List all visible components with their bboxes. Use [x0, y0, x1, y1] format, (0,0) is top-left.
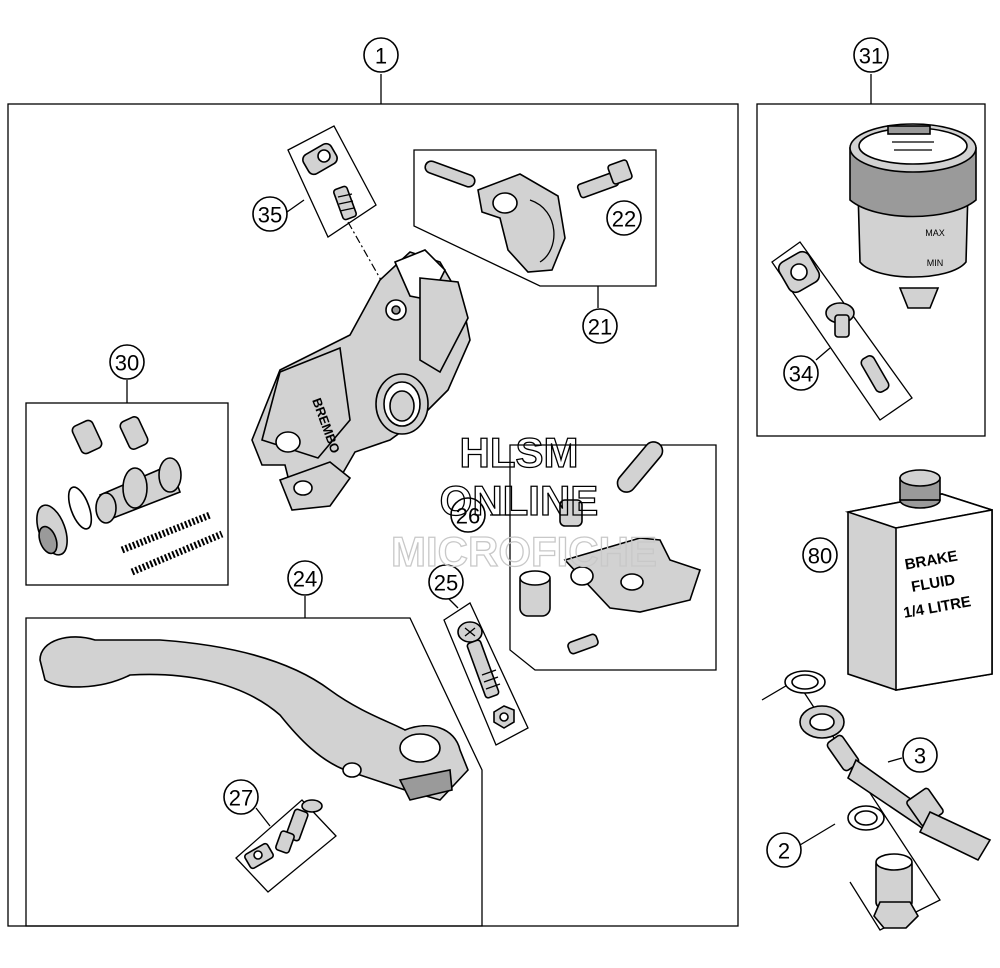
subframe-35	[287, 125, 377, 238]
callout-26-label: 26	[456, 504, 480, 529]
callout-24: 24	[287, 560, 323, 596]
callout-22-label: 22	[612, 207, 636, 232]
callout-31-label: 31	[859, 44, 883, 69]
callout-80-label: 80	[808, 544, 832, 569]
reservoir-max-mark: MAX	[925, 228, 945, 238]
callout-30-label: 30	[115, 351, 139, 376]
callout-24-label: 24	[293, 567, 317, 592]
callout-22: 22	[606, 200, 642, 236]
leader-2	[799, 823, 836, 846]
subframe-25	[443, 602, 529, 746]
handlebar-clamp	[477, 173, 566, 273]
callout-3: 3	[902, 737, 938, 773]
callout-2-label: 2	[778, 839, 790, 864]
brake-line	[784, 670, 992, 929]
callout-27-label: 27	[229, 786, 253, 811]
pushrod	[244, 799, 323, 870]
bleeder-screw	[302, 142, 358, 221]
subframe-24	[25, 617, 483, 927]
callout-25-label: 25	[434, 571, 458, 596]
watermark-line1: HLSM	[460, 429, 579, 476]
watermark-line3: MICROFICHE	[391, 528, 657, 575]
callout-25: 25	[428, 564, 464, 600]
callout-2: 2	[766, 832, 802, 868]
reservoir-min-mark: MIN	[927, 258, 944, 268]
subframe-2-3	[761, 679, 941, 931]
reservoir-mount-hardware	[777, 250, 890, 393]
callout-80: 80	[802, 537, 838, 573]
callout-31: 31	[853, 37, 889, 73]
watermark: HLSM ONLINE MICROFICHE	[390, 428, 657, 575]
callout-30: 30	[109, 344, 145, 380]
fluid-reservoir: MAX MIN	[849, 123, 977, 309]
clamp-screw-22	[576, 159, 633, 199]
callout-35-label: 35	[258, 203, 282, 228]
brake-lever	[39, 636, 469, 801]
callout-34-label: 34	[789, 362, 813, 387]
watermark-line2: ONLINE	[440, 477, 599, 524]
callout-1-label: 1	[375, 44, 387, 69]
callout-27: 27	[223, 779, 259, 815]
subframe-27	[235, 799, 337, 893]
piston-kit	[36, 416, 224, 576]
leader-3	[887, 757, 903, 763]
adjuster-parts	[519, 441, 702, 655]
leader-35	[286, 199, 305, 213]
callout-21: 21	[582, 308, 618, 344]
callout-3-label: 3	[914, 744, 926, 769]
subframe-34	[771, 241, 913, 421]
callout-34: 34	[783, 355, 819, 391]
master-cylinder-body: BREMBO	[251, 249, 471, 511]
leader-25	[447, 597, 459, 609]
callout-35: 35	[252, 196, 288, 232]
leader-27	[255, 807, 271, 827]
callout-1: 1	[363, 37, 399, 73]
subframe-26	[509, 444, 717, 671]
brake-fluid-bottle: BRAKE FLUID 1/4 LITRE	[844, 469, 993, 691]
callout-26: 26	[450, 497, 486, 533]
leader-34	[815, 347, 831, 361]
clamp-pin	[424, 160, 476, 188]
pivot-bolt	[457, 621, 515, 729]
callout-21-label: 21	[588, 315, 612, 340]
